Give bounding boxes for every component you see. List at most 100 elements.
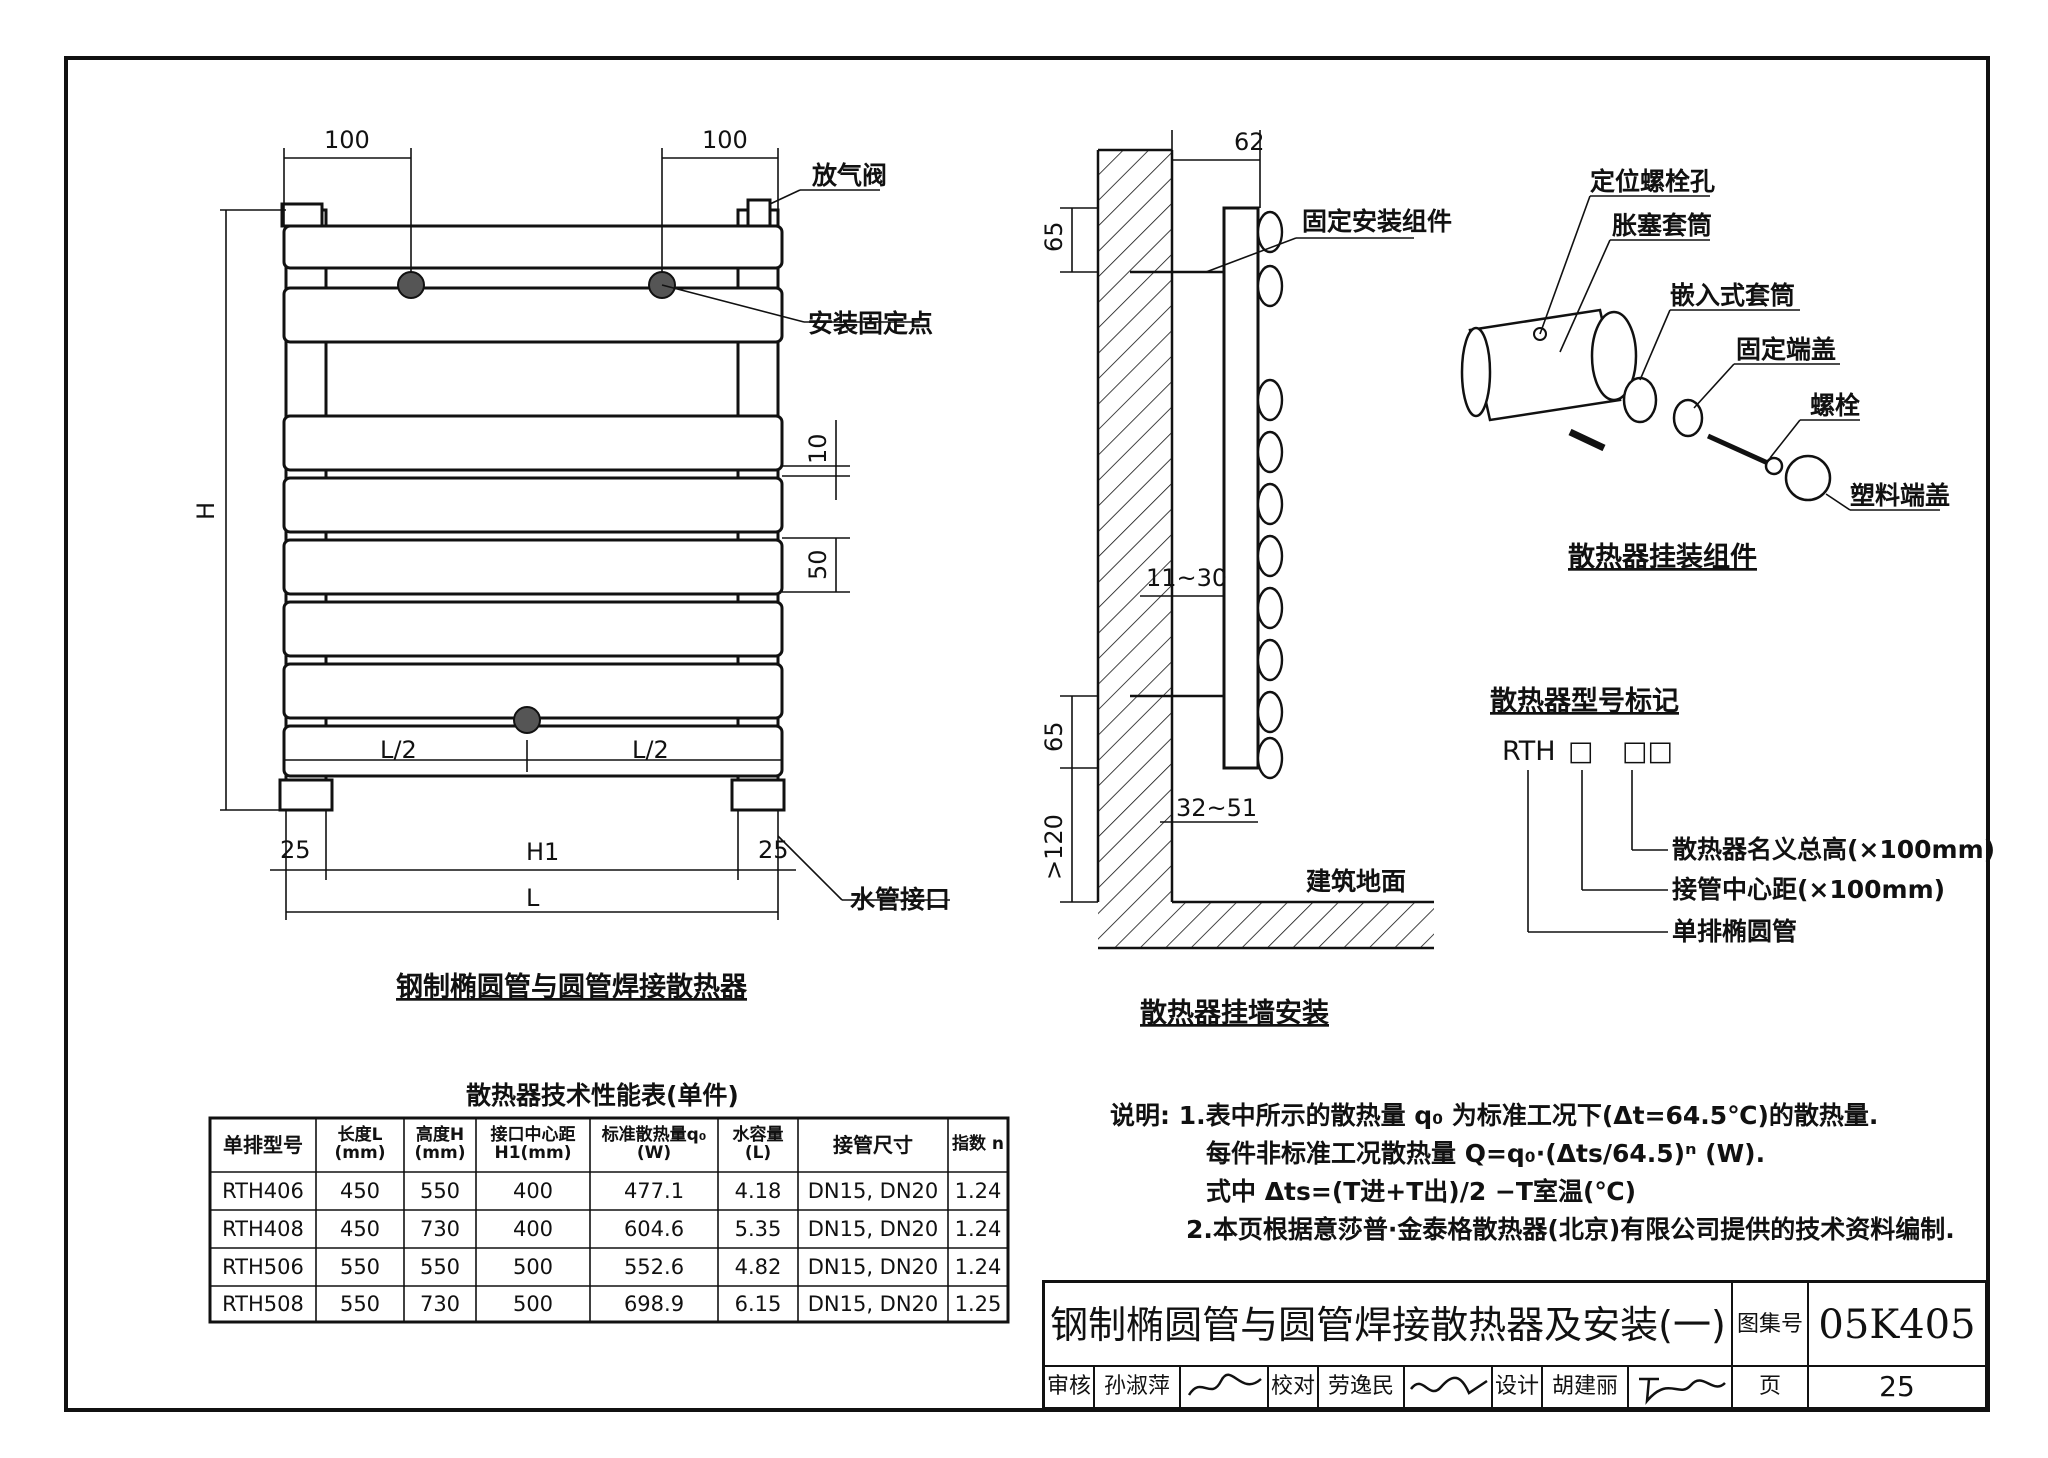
page-label: 页 [1733, 1367, 1809, 1407]
model-box1: □ [1568, 736, 1594, 767]
label-water-port: 水管接口 [850, 885, 950, 914]
dim-floor: >120 [1040, 814, 1068, 880]
table-header: 水容量 (L) [732, 1125, 784, 1163]
tube-ovals [1256, 210, 1284, 780]
dim-top-right: 100 [702, 126, 748, 154]
table-cell: DN15, DN20 [807, 1216, 939, 1241]
dim-gap: 10 [804, 433, 832, 464]
check-signature [1405, 1367, 1493, 1407]
table-header: 接口中心距 H1(mm) [490, 1125, 576, 1163]
plastic-cap [1784, 454, 1832, 502]
dim-depth: 62 [1234, 128, 1265, 156]
label-sleeve: 胀塞套筒 [1612, 211, 1712, 240]
table-cell: 500 [512, 1291, 554, 1316]
kit-leaders [1539, 195, 1940, 511]
sheet-frame [64, 56, 1990, 1412]
dim-top-left: 100 [324, 126, 370, 154]
table-cell: DN15, DN20 [807, 1178, 939, 1203]
notes: 说明: 1.表中所示的散热量 q₀ 为标准工况下(Δt=64.5℃)的散热量. … [1110, 1096, 1990, 1248]
table-header: 高度H (mm) [414, 1125, 466, 1163]
table-cell: 5.35 [734, 1216, 782, 1241]
dim-half-left: L/2 [380, 736, 417, 764]
tube-8 [282, 724, 784, 778]
design-name: 胡建丽 [1543, 1367, 1629, 1407]
end-cap [1672, 398, 1704, 438]
check-label: 校对 [1269, 1367, 1319, 1407]
table-cell: 550 [419, 1254, 461, 1279]
table-cell: 450 [339, 1178, 381, 1203]
table-cell: RTH506 [222, 1254, 304, 1279]
page-number: 25 [1879, 1370, 1915, 1403]
table-cell: 400 [512, 1216, 554, 1241]
table-cell: RTH406 [222, 1178, 304, 1203]
table-cell: 552.6 [623, 1254, 685, 1279]
tube-4 [282, 476, 784, 534]
table-cell: RTH508 [222, 1291, 304, 1316]
legend-center: 接管中心距(×100mm) [1672, 875, 1945, 904]
tube-1 [282, 224, 784, 270]
table-cell: 550 [419, 1178, 461, 1203]
atlas-number: 05K405 [1809, 1283, 1985, 1367]
radiator-front-view [278, 198, 786, 812]
model-code: RTH [1502, 736, 1556, 767]
note-line-4: 2.本页根据意莎普·金泰格散热器(北京)有限公司提供的技术资料编制. [1186, 1215, 1955, 1244]
table-header: 长度L (mm) [334, 1125, 386, 1163]
dim-wall-gap: 11~30 [1146, 564, 1227, 592]
table-cell: 450 [339, 1216, 381, 1241]
tube-6 [282, 600, 784, 658]
title-block: 钢制椭圆管与圆管焊接散热器及安装(一) 图集号 05K405 审核 孙淑萍 校对… [1042, 1280, 1988, 1410]
label-fix-point: 安装固定点 [808, 309, 933, 338]
left-port [278, 778, 334, 812]
table-cell: 730 [419, 1216, 461, 1241]
table-cell: 1.24 [954, 1216, 1002, 1241]
arrow-mark [1568, 428, 1606, 452]
legend-height: 散热器名义总高(×100mm) [1672, 835, 1995, 864]
table-cell: 604.6 [623, 1216, 685, 1241]
mounting-kit [1460, 308, 1832, 502]
radiator-side [1222, 206, 1260, 770]
dim-h1: H1 [526, 838, 559, 866]
label-bolt: 螺栓 [1810, 391, 1860, 420]
dim-offset: 32~51 [1176, 794, 1257, 822]
note-line-3: 式中 Δts=(T进+T出)/2 −T室温(℃) [1206, 1177, 1637, 1206]
table-header: 标准散热量q₀ (W) [601, 1125, 707, 1163]
model-title: 散热器型号标记 [1490, 686, 1679, 717]
table-title: 散热器技术性能表(单件) [466, 1081, 739, 1110]
tube-5 [282, 538, 784, 596]
fix-point-3 [513, 706, 541, 734]
caption-mount-kit: 散热器挂装组件 [1568, 541, 1757, 573]
spec-table [208, 1116, 1010, 1324]
table-cell: 4.18 [734, 1178, 782, 1203]
dim-top65: 65 [1040, 221, 1068, 252]
label-locate-hole: 定位螺栓孔 [1590, 167, 1715, 196]
table-cell: RTH408 [222, 1216, 304, 1241]
label-floor: 建筑地面 [1306, 867, 1406, 896]
note-line-2: 每件非标准工况散热量 Q=q₀·(Δts/64.5)ⁿ (W). [1206, 1139, 1766, 1168]
design-label: 设计 [1493, 1367, 1543, 1407]
dim-pitch: 50 [804, 549, 832, 580]
label-fix-assembly: 固定安装组件 [1302, 207, 1452, 236]
review-label: 审核 [1045, 1367, 1095, 1407]
table-cell: 550 [339, 1254, 381, 1279]
dim-half-right: L/2 [632, 736, 669, 764]
bolt [1706, 433, 1772, 467]
spec-table-cells: 单排型号长度L (mm)高度H (mm)接口中心距 H1(mm)标准散热量q₀ … [210, 1118, 1008, 1322]
dim-length: L [526, 884, 540, 912]
floor-hatch [1098, 902, 1434, 948]
table-cell: 4.82 [734, 1254, 782, 1279]
dim-height: H [192, 502, 220, 520]
caption-wall-mount: 散热器挂墙安装 [1140, 998, 1329, 1029]
table-cell: 550 [339, 1291, 381, 1316]
middle-dimensions [1060, 130, 1434, 903]
table-cell: DN15, DN20 [807, 1254, 939, 1279]
review-signature [1181, 1367, 1269, 1407]
left-cap [280, 202, 324, 228]
table-cell: 698.9 [623, 1291, 685, 1316]
label-embed-sleeve: 嵌入式套筒 [1670, 281, 1795, 310]
model-leaders [1527, 770, 1668, 933]
note-line-1: 说明: 1.表中所示的散热量 q₀ 为标准工况下(Δt=64.5℃)的散热量. [1110, 1101, 1879, 1130]
dim-bottom65: 65 [1040, 721, 1068, 752]
table-header: 指数 n [951, 1134, 1005, 1155]
design-signature [1629, 1367, 1733, 1407]
